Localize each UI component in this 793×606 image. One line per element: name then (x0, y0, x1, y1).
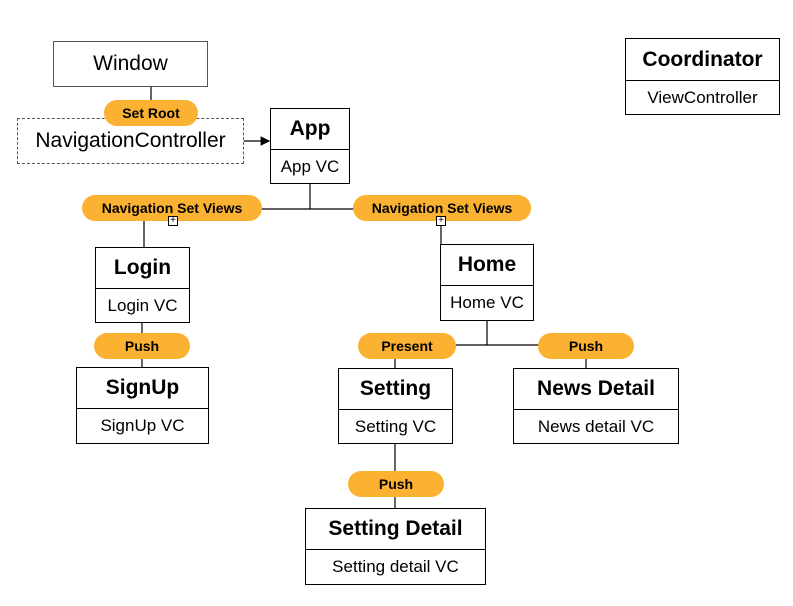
legend-subtitle: ViewController (647, 87, 758, 107)
app-node: App App VC (270, 108, 350, 184)
login-subtitle: Login VC (107, 295, 178, 315)
home-subtitle: Home VC (450, 293, 524, 312)
app-subtitle: App VC (280, 156, 340, 176)
signup-subtitle: SignUp VC (100, 416, 185, 435)
news-detail-subtitle: News detail VC (537, 416, 655, 436)
push-setting-detail-pill: Push (348, 471, 444, 497)
setting-title: Setting (339, 369, 452, 410)
set-root-pill: Set Root (104, 100, 198, 126)
legend-title: Coordinator (626, 39, 779, 81)
setting-detail-title: Setting Detail (306, 509, 485, 550)
nav-set-views-left-pill: Navigation Set Views (82, 195, 262, 221)
setting-subtitle: Setting VC (354, 416, 437, 436)
setting-node: Setting Setting VC (338, 368, 453, 444)
signup-node: SignUp SignUp VC (76, 367, 209, 444)
setting-detail-subtitle: Setting detail VC (332, 557, 459, 576)
home-node: Home Home VC (440, 244, 534, 321)
window-node: Window (53, 41, 208, 87)
news-detail-node: News Detail News detail VC (513, 368, 679, 444)
push-home-news-pill: Push (538, 333, 634, 359)
expand-left-icon[interactable]: + (168, 216, 178, 226)
navigation-controller-label: NavigationController (35, 129, 226, 152)
setting-detail-node: Setting Detail Setting detail VC (305, 508, 486, 585)
news-detail-title: News Detail (514, 369, 678, 410)
home-title: Home (441, 245, 533, 286)
window-label: Window (93, 52, 168, 75)
app-title: App (271, 109, 349, 150)
legend-box: Coordinator ViewController (625, 38, 780, 115)
push-login-signup-pill: Push (94, 333, 190, 359)
signup-title: SignUp (77, 368, 208, 409)
present-home-setting-pill: Present (358, 333, 456, 359)
expand-right-icon[interactable]: + (436, 216, 446, 226)
login-title: Login (96, 248, 189, 289)
login-node: Login Login VC (95, 247, 190, 323)
